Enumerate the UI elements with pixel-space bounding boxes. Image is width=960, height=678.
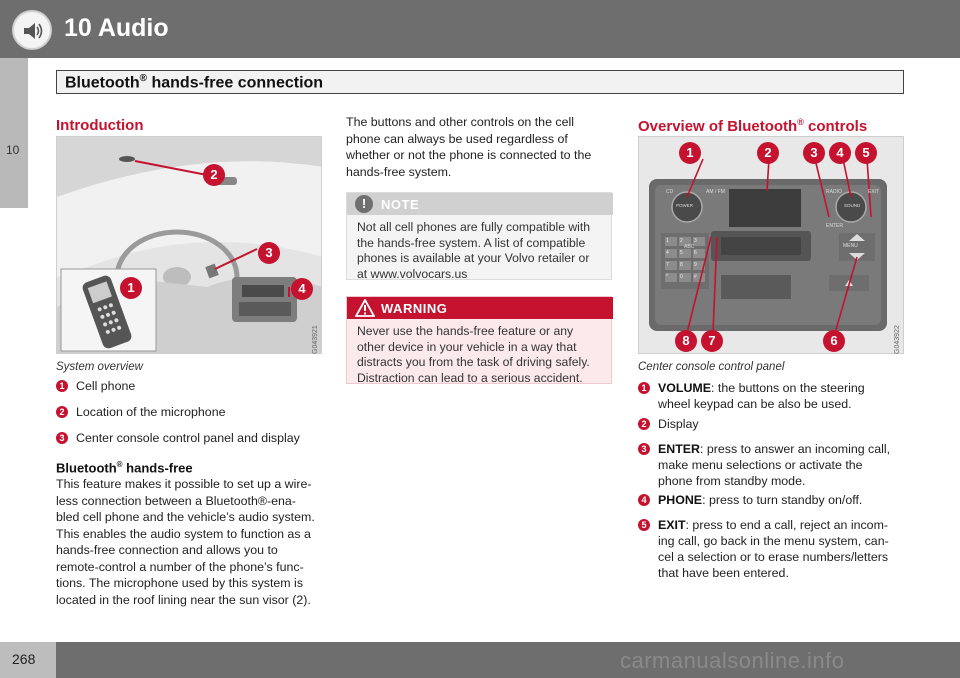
panel-label-am-fm: AM / FM [706,189,725,195]
controls-intro-paragraph: The buttons and other controls on the ce… [346,115,592,179]
info-exclamation-icon: ! [355,195,373,213]
panel-label-enter: ENTER [826,223,843,229]
figure-code: G043922 [894,325,901,354]
microphone-shape [119,156,135,162]
warning-text: Never use the hands-free feature or any … [357,324,590,385]
callout-2: 2 [757,142,779,164]
callout-4: 4 [829,142,851,164]
side-tab-number: 10 [6,143,20,157]
list-item-text: Location of the microphone [76,405,226,419]
panel-label-exit: EXIT [868,189,880,195]
panel-key: * [666,274,668,280]
section-title-bar: Bluetooth® hands-free connection [56,70,904,94]
panel-key: # [694,274,697,280]
panel-label-power: POWER [676,203,694,208]
page-number: 268 [12,651,36,667]
panel-label-abc: ABC [684,244,695,250]
callout-8: 8 [675,330,697,352]
panel-key: 0 [680,274,683,280]
panel-key: 2 [680,238,683,244]
speaker-icon [12,10,52,50]
car-interior-illustration [57,137,321,353]
chapter-header [0,0,960,58]
callout-3: 3 [803,142,825,164]
note-header: ! NOTE [347,193,613,215]
panel-label-cd: CD [666,189,674,195]
panel-key: 5 [680,250,683,256]
number-badge: 5 [638,519,650,531]
figure-caption: Center console control panel [638,361,785,373]
list-item-text: Display [658,417,699,431]
number-badge: 2 [638,418,650,430]
panel-key: 8 [680,262,683,268]
list-item-text: ENTER: press to answer an incoming call,… [658,442,891,488]
bluetooth-paragraph: This feature makes it possible to set up… [56,477,315,607]
sound-knob-shape [835,191,867,223]
callout-4: 4 [291,278,313,300]
watermark: carmanualsonline.info [620,648,845,673]
warning-label: WARNING [381,301,448,316]
panel-label-sound: SOUND [844,203,861,208]
list-item-text: EXIT: press to end a call, reject an inc… [658,518,889,580]
page-footer [0,642,960,678]
callout-6: 6 [823,330,845,352]
control-panel-figure [638,136,904,354]
callout-5: 5 [855,142,877,164]
list-item-text: VOLUME: the buttons on the steering whee… [658,381,865,411]
number-badge: 3 [56,432,68,444]
system-overview-figure [56,136,322,354]
chapter-title: 10 Audio [64,14,169,42]
figure-code: G043921 [312,325,319,354]
volume-knob-shape [671,191,703,223]
callout-3: 3 [258,242,280,264]
panel-key: 6 [694,250,697,256]
bluetooth-subheading: Bluetooth® hands-free [56,460,193,476]
controls-overview-heading: Overview of Bluetooth® controls [638,117,868,135]
panel-key: 9 [694,262,697,268]
warning-triangle-icon [355,299,375,317]
introduction-heading: Introduction [56,117,144,134]
number-badge: 4 [638,494,650,506]
display-shape [729,189,801,227]
warning-header: WARNING [347,297,613,319]
list-item-text: Center console control panel and display [76,431,300,445]
cell-phone-shape [82,275,132,349]
figure-caption: System overview [56,361,143,373]
section-title: Bluetooth® hands-free connection [65,73,324,92]
control-panel-illustration [639,137,903,353]
callout-2: 2 [203,164,225,186]
panel-key: 1 [666,238,669,244]
note-box: ! NOTE Not all cell phones are fully com… [346,192,613,281]
warning-box: WARNING Never use the hands-free feature… [346,296,613,385]
panel-key: 3 [694,238,697,244]
panel-label-menu: MENU [843,243,858,249]
note-label: NOTE [381,197,420,212]
panel-key: 4 [666,250,669,256]
page-number-tab [0,642,56,678]
callout-7: 7 [701,330,723,352]
chapter-side-tab [0,58,28,208]
callout-1: 1 [120,277,142,299]
number-badge: 3 [638,443,650,455]
list-item-text: PHONE: press to turn standby on/off. [658,493,863,507]
number-badge: 2 [56,406,68,418]
callout-1: 1 [679,142,701,164]
number-badge: 1 [638,382,650,394]
number-badge: 1 [56,380,68,392]
list-item-text: Cell phone [76,379,136,393]
note-text: Not all cell phones are fully compatible… [357,220,591,281]
panel-label-radio: RADIO [826,189,842,195]
panel-key: 7 [666,262,669,268]
